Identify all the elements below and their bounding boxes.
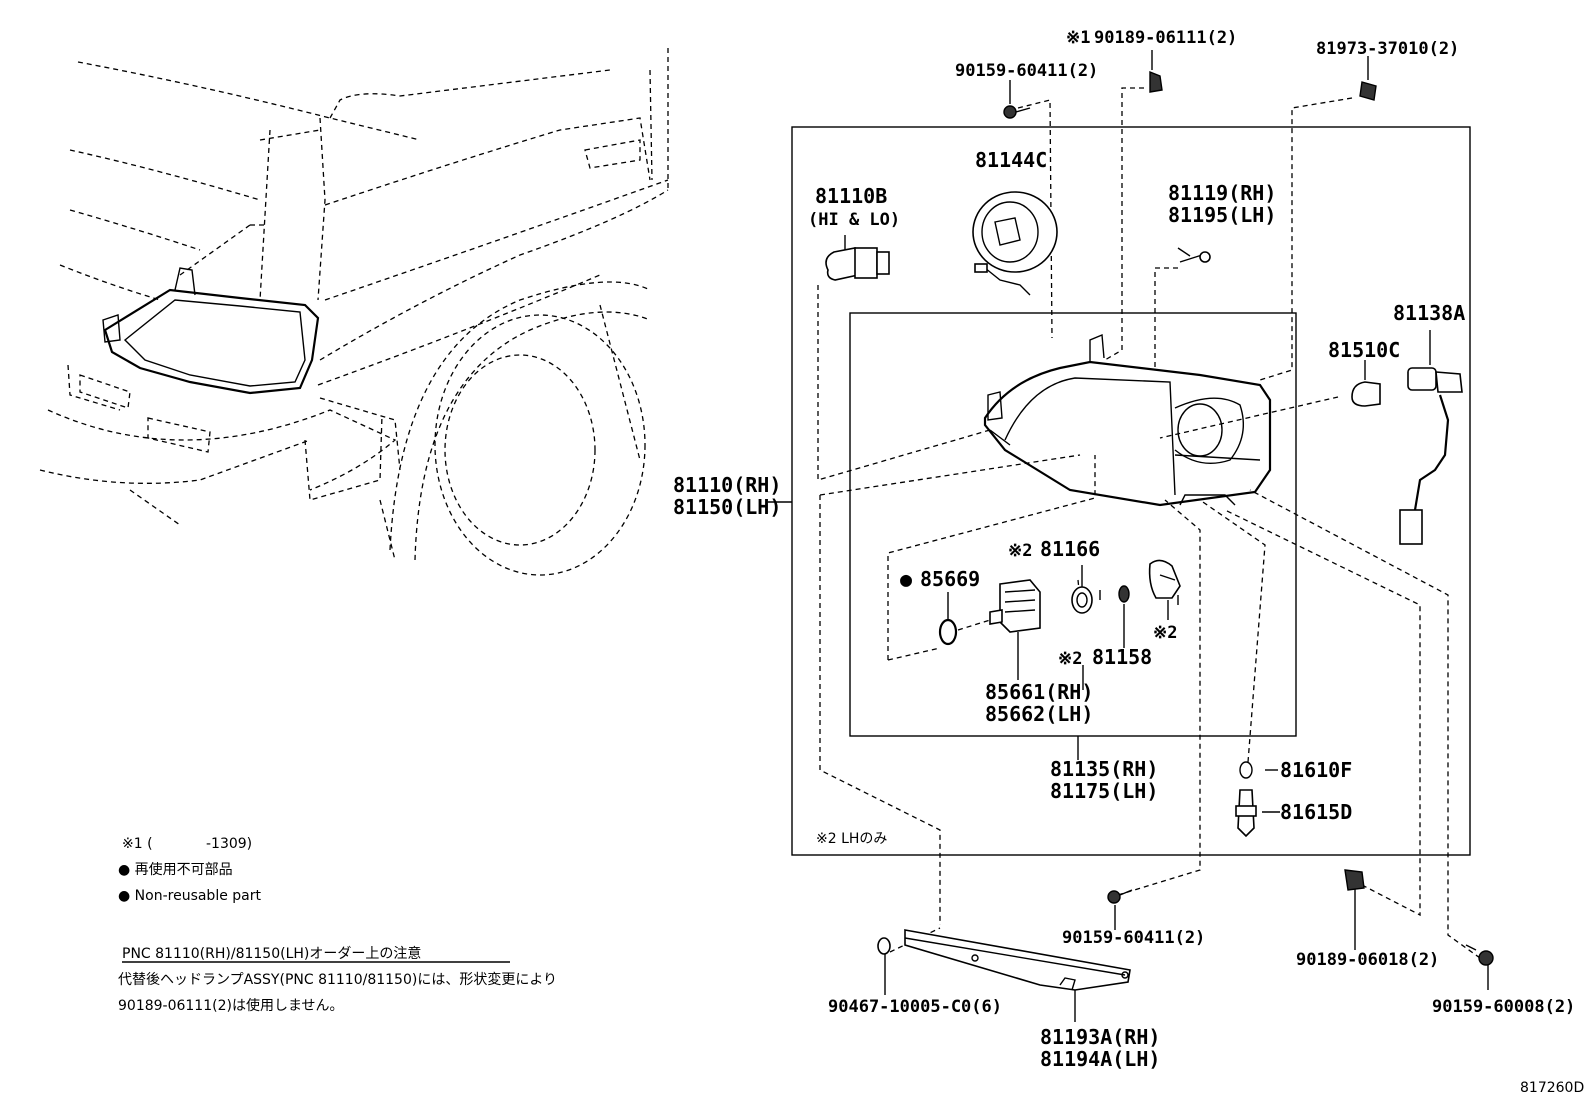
socket-81615d bbox=[1235, 789, 1257, 838]
note-order-title: PNC 81110(RH)/81150(LH)オーダー上の注意 bbox=[122, 945, 421, 962]
cover-lh bbox=[1148, 559, 1181, 620]
bolt-90159-60008 bbox=[1465, 944, 1494, 966]
label-90189-06018: 90189-06018(2) bbox=[1296, 950, 1439, 970]
label-81144c: 81144C bbox=[975, 148, 1047, 172]
label-81119: 81119(RH) bbox=[1168, 181, 1276, 205]
part-labels: ※1 90189-06111(2) 81973-37010(2) 90159-6… bbox=[673, 28, 1584, 1096]
label-hilo: (HI & LO) bbox=[808, 210, 900, 230]
label-81150: 81150(LH) bbox=[673, 495, 781, 519]
note-mark1: ※1 ( bbox=[122, 836, 153, 852]
label-90159-60008: 90159-60008(2) bbox=[1432, 997, 1575, 1017]
label-mark2c: ※2 bbox=[1058, 649, 1082, 669]
screw-81119 bbox=[1177, 247, 1211, 263]
label-81135: 81135(RH) bbox=[1050, 757, 1158, 781]
label-81138a: 81138A bbox=[1393, 301, 1465, 325]
label-90159-top: 90159-60411(2) bbox=[955, 61, 1098, 81]
label-81195: 81195(LH) bbox=[1168, 203, 1276, 227]
notes: ※1 ( -1309) ● 再使用不可部品 ● Non-reusable par… bbox=[118, 836, 557, 1014]
assembly-frame bbox=[791, 126, 1471, 856]
label-81610f: 81610F bbox=[1280, 758, 1352, 782]
sub-assembly-frame bbox=[849, 312, 1297, 737]
ring-81166 bbox=[1071, 565, 1093, 614]
clip-90467 bbox=[877, 937, 891, 955]
headlamp-assembly bbox=[983, 333, 1272, 507]
ballast-85661 bbox=[989, 579, 1041, 680]
label-81110: 81110(RH) bbox=[673, 473, 781, 497]
label-85662: 85662(LH) bbox=[985, 702, 1093, 726]
leader-lines bbox=[817, 87, 1481, 959]
label-85661: 85661(RH) bbox=[985, 680, 1093, 704]
note-order-line2: 90189-06111(2)は使用しません。 bbox=[118, 997, 344, 1014]
vehicle-illustration bbox=[39, 48, 669, 576]
bulb-81610f bbox=[1239, 761, 1253, 779]
bulb-81510c bbox=[1351, 360, 1381, 407]
clip-90189-06111 bbox=[1149, 50, 1163, 93]
label-mark2b: ※2 bbox=[1153, 623, 1177, 643]
bulb-81110b bbox=[825, 235, 890, 281]
label-81510c: 81510C bbox=[1328, 338, 1400, 362]
note-non-reusable-en: ● Non-reusable part bbox=[118, 888, 261, 904]
label-90467: 90467-10005-C0(6) bbox=[828, 997, 1002, 1017]
nut-81973 bbox=[1359, 56, 1377, 101]
label-81193a: 81193A(RH) bbox=[1040, 1025, 1160, 1049]
label-lh-only: ※2 LHのみ bbox=[816, 831, 887, 847]
label-81166: 81166 bbox=[1040, 537, 1100, 561]
note-range: -1309) bbox=[206, 836, 252, 852]
label-85669: 85669 bbox=[920, 567, 980, 591]
label-mark1: ※1 bbox=[1066, 28, 1090, 48]
bracket-81193a bbox=[904, 929, 1131, 991]
label-81175: 81175(LH) bbox=[1050, 779, 1158, 803]
bolt-90159-bottom bbox=[1107, 889, 1133, 904]
label-81110b: 81110B bbox=[815, 184, 887, 208]
diagram-code: 817260D bbox=[1520, 1080, 1584, 1096]
label-81973: 81973-37010(2) bbox=[1316, 39, 1459, 59]
label-90189-06111: 90189-06111(2) bbox=[1094, 28, 1237, 48]
label-81194a: 81194A(LH) bbox=[1040, 1047, 1160, 1071]
note-order-line1: 代替後ヘッドランプASSY(PNC 81110/81150)には、形状変更により bbox=[118, 971, 557, 988]
lamp-cover-81144c bbox=[972, 191, 1058, 296]
clip-90189-06018 bbox=[1344, 869, 1365, 891]
seal-81158 bbox=[1118, 585, 1130, 648]
label-81158: 81158 bbox=[1092, 645, 1152, 669]
label-mark2a: ※2 bbox=[1008, 541, 1032, 561]
label-90159-bottom: 90159-60411(2) bbox=[1062, 928, 1205, 948]
socket-81138a bbox=[1399, 330, 1463, 545]
note-non-reusable-jp: ● 再使用不可部品 bbox=[118, 861, 233, 878]
label-81615d: 81615D bbox=[1280, 800, 1352, 824]
ring-85669 bbox=[938, 592, 958, 646]
label-dot: ● bbox=[900, 567, 912, 591]
bolt-90159-top bbox=[1003, 80, 1031, 119]
